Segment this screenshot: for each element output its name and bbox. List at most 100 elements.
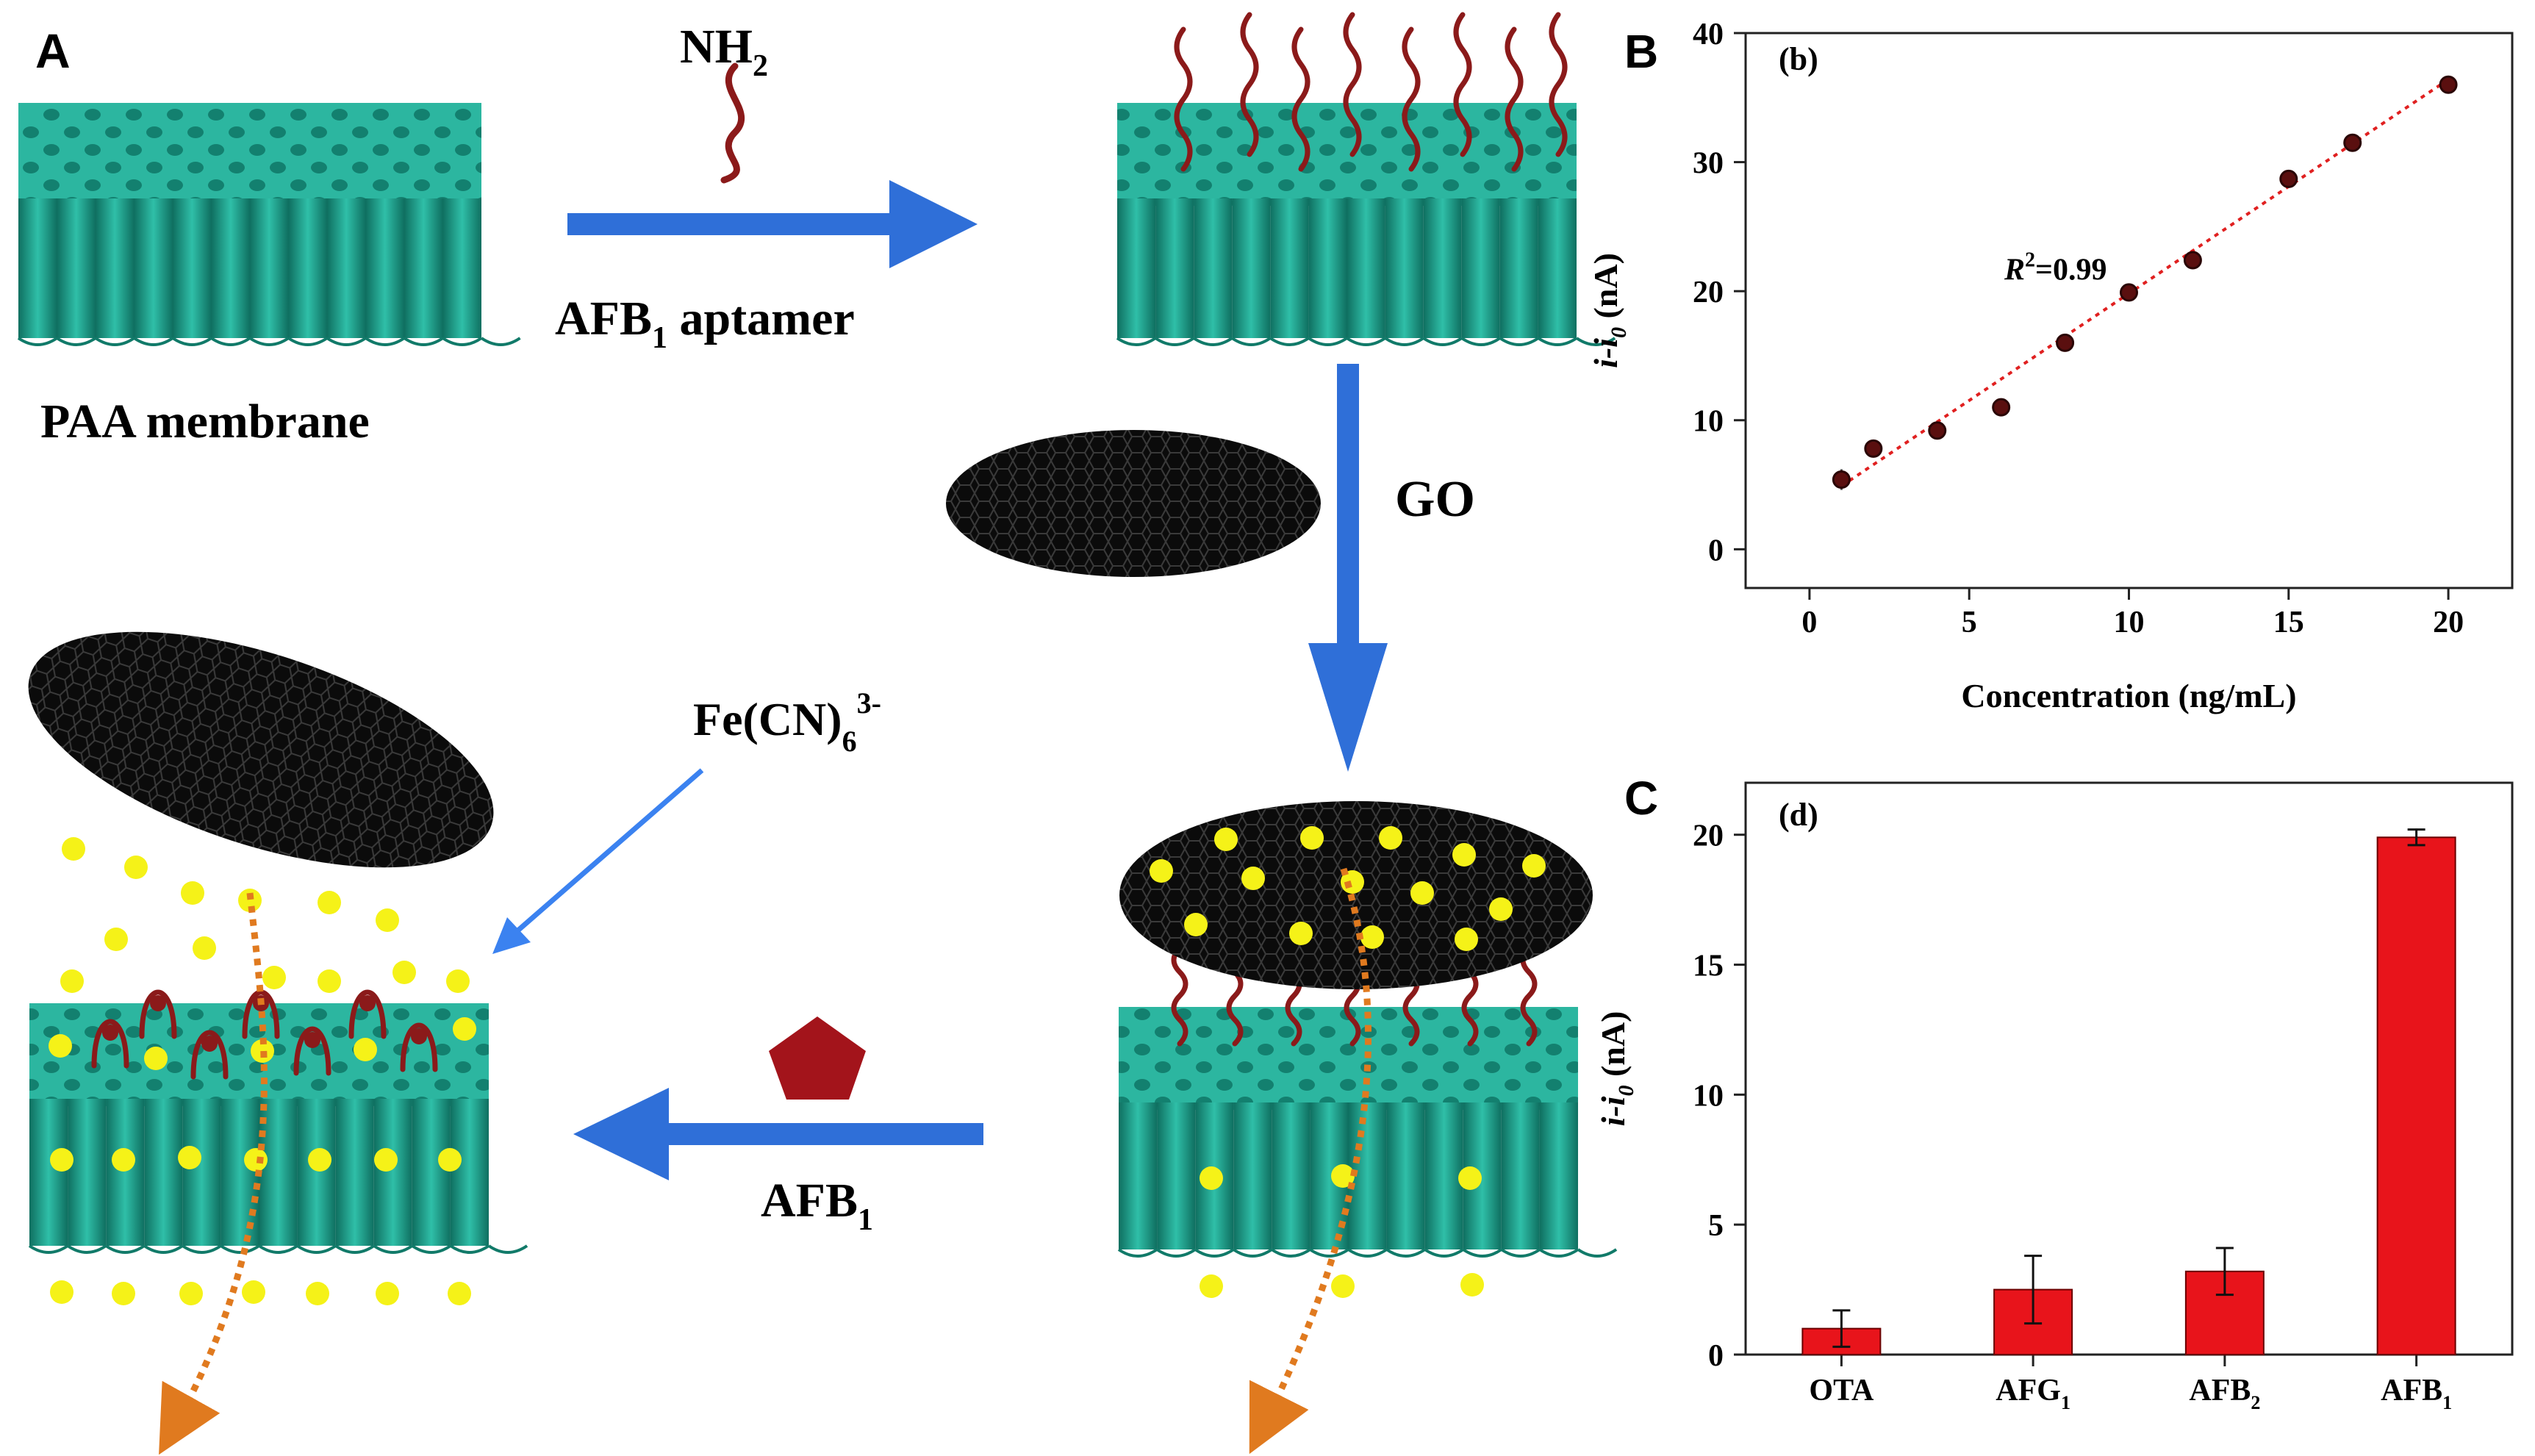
y-tick-label: 0 — [1708, 534, 1724, 567]
aptamer-strand-under-go — [1171, 945, 1188, 1047]
aptamer-strand — [1174, 26, 1193, 172]
membrane-pores — [1116, 198, 1616, 346]
afb1-molecule-icon — [769, 1016, 866, 1100]
ferricyanide-ion — [50, 1280, 73, 1304]
ferricyanide-ion — [62, 837, 85, 861]
x-tick-label: 15 — [2273, 606, 2304, 639]
pore-channel — [29, 1099, 68, 1246]
pore-channel — [106, 1099, 145, 1246]
category-label: AFB2 — [2189, 1374, 2260, 1413]
ferricyanide-ion — [179, 1282, 203, 1305]
pore-rim — [449, 1244, 490, 1254]
ferricyanide-ion — [1360, 925, 1384, 949]
pore-rim — [1346, 337, 1386, 346]
bar — [2376, 836, 2456, 1356]
y-tick-label: 10 — [1693, 1079, 1724, 1113]
ferricyanide-ion — [1184, 913, 1208, 936]
graphene-oxide-sheet-free — [946, 430, 1321, 577]
ferricyanide-ion — [308, 1148, 331, 1172]
pore-rim — [171, 337, 212, 346]
pore-rim — [1499, 337, 1540, 346]
pore-rim — [1194, 1248, 1235, 1258]
ferricyanide-ion — [306, 1282, 329, 1305]
pore-channel — [134, 198, 173, 338]
pore-rim — [1538, 1248, 1580, 1258]
ferricyanide-ion — [1452, 843, 1476, 867]
bound-afb1 — [201, 1036, 218, 1052]
bound-afb1 — [359, 995, 376, 1011]
data-point — [2120, 283, 2138, 302]
data-point — [2279, 169, 2298, 188]
y-axis-label: i-i0 (nA) — [1594, 1011, 1638, 1127]
pore-channel — [442, 198, 481, 338]
bound-afb1 — [304, 1032, 320, 1048]
folded-aptamer — [190, 1030, 229, 1080]
ferricyanide-ion — [318, 891, 341, 914]
ferricyanide-ion — [262, 966, 286, 989]
data-point — [2439, 75, 2458, 94]
ferricyanide-ion — [354, 1038, 377, 1061]
pore-rim — [1385, 1248, 1426, 1258]
pore-channel — [1347, 198, 1385, 338]
label-nh2: NH2 — [680, 20, 768, 83]
ferricyanide-ion — [1300, 826, 1324, 850]
pore-rim — [210, 337, 251, 346]
pore-rim — [1537, 337, 1578, 346]
aptamer-strand — [1240, 12, 1259, 157]
pore-rim — [1231, 337, 1272, 346]
data-point — [1864, 439, 1883, 458]
pore-channel — [327, 198, 366, 338]
pore-rim — [143, 1244, 184, 1254]
pore-rim — [56, 337, 97, 346]
pore-rim — [373, 1244, 413, 1254]
pore-channel — [1272, 1102, 1310, 1249]
linear-fit-line — [1840, 78, 2450, 487]
pore-channel — [1270, 198, 1309, 338]
ferricyanide-ion — [124, 856, 148, 879]
x-axis-label: Concentration (ng/mL) — [1961, 677, 2296, 714]
y-tick-label: 30 — [1693, 147, 1724, 181]
category-label: AFG1 — [1996, 1374, 2070, 1413]
data-point — [2056, 333, 2075, 352]
ferricyanide-ion — [1150, 859, 1173, 883]
pore-rim — [1193, 337, 1233, 346]
ferricyanide-ion — [1289, 922, 1313, 945]
pore-rim — [326, 337, 367, 346]
pore-channel — [1119, 1102, 1158, 1249]
pore-rim — [1575, 337, 1616, 346]
ferricyanide-ion — [1331, 1274, 1355, 1298]
pore-rim — [17, 337, 58, 346]
folded-aptamer — [139, 989, 177, 1039]
ferricyanide-ion — [1214, 828, 1238, 851]
pore-channel — [1157, 1102, 1196, 1249]
pore-channel — [1461, 198, 1500, 338]
y-axis-label: i-i0 (nA) — [1587, 253, 1631, 368]
data-point — [2343, 133, 2362, 152]
ferricyanide-ion — [242, 1280, 265, 1304]
data-point — [1832, 470, 1851, 489]
pore-channel — [1194, 198, 1233, 338]
ferricyanide-ion — [104, 928, 128, 951]
label-aptamer: AFB1 aptamer — [555, 292, 855, 355]
y-tick-label: 20 — [1693, 276, 1724, 309]
ferricyanide-ion — [193, 936, 216, 960]
ferricyanide-ion — [181, 881, 204, 905]
ferricyanide-ion — [178, 1146, 201, 1169]
paa-membrane-aptamer — [1116, 103, 1616, 346]
membrane-pores — [17, 198, 521, 346]
pore-rim — [1116, 337, 1157, 346]
bound-afb1 — [102, 1025, 118, 1041]
label-go: GO — [1395, 471, 1475, 528]
pore-channel — [1501, 1102, 1540, 1249]
x-tick-label: 10 — [2114, 606, 2145, 639]
aptamer-strand — [1291, 26, 1310, 172]
bound-afb1 — [411, 1028, 427, 1044]
pore-channel — [144, 1099, 183, 1246]
pore-rim — [480, 337, 521, 346]
pore-rim — [1347, 1248, 1388, 1258]
pore-channel — [412, 1099, 451, 1246]
pore-rim — [1577, 1248, 1618, 1258]
ferricyanide-ion — [1460, 1273, 1484, 1297]
